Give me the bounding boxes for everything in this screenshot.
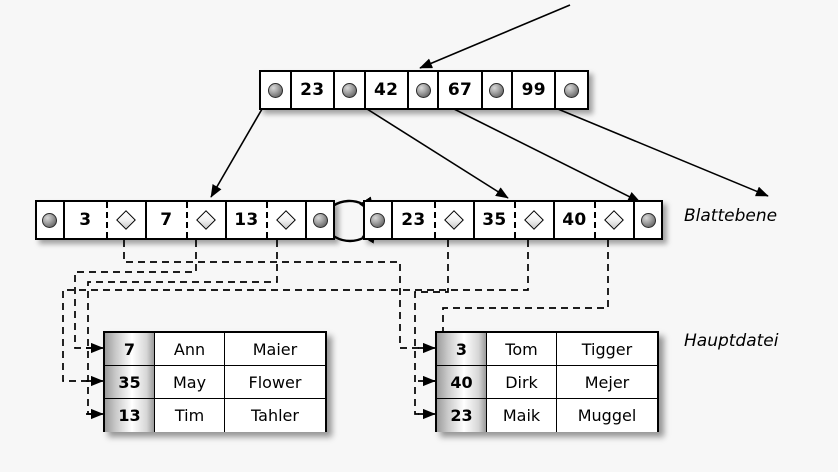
- leaf-right-next-pointer[interactable]: [633, 202, 661, 238]
- leaf-node-left[interactable]: 3 7 13: [35, 200, 335, 240]
- table-left-first-2: Tim: [155, 399, 225, 432]
- leaf-left-next-pointer[interactable]: [305, 202, 333, 238]
- leaf-right-prev-pointer[interactable]: [365, 202, 393, 238]
- diamond-pointer-icon: [524, 210, 545, 230]
- ball-pointer-icon: [370, 212, 386, 228]
- diamond-pointer-icon: [116, 210, 137, 230]
- ball-pointer-icon: [267, 82, 283, 98]
- root-pointer-4[interactable]: [556, 72, 587, 108]
- leaf-left-prev-pointer[interactable]: [37, 202, 65, 238]
- leaf-right-record-pointer-0[interactable]: [433, 202, 473, 238]
- label-hauptdatei: Hauptdatei: [684, 331, 779, 351]
- table-left-first-0: Ann: [155, 333, 225, 365]
- table-right-key-0: 3: [437, 333, 487, 365]
- root-key-1: 42: [365, 72, 409, 108]
- table-right-last-0: Tigger: [557, 333, 657, 365]
- diamond-pointer-icon: [444, 210, 465, 230]
- table-row[interactable]: 35 May Flower: [105, 366, 325, 399]
- root-pointer-0[interactable]: [261, 72, 292, 108]
- leaf-left-key-0: 3: [64, 202, 106, 238]
- table-left-last-1: Flower: [225, 366, 325, 398]
- table-left-first-1: May: [155, 366, 225, 398]
- ball-pointer-icon: [312, 212, 328, 228]
- ball-pointer-icon: [640, 212, 656, 228]
- table-row[interactable]: 23 Maik Muggel: [437, 399, 657, 432]
- main-file-table-left[interactable]: 7 Ann Maier 35 May Flower 13 Tim Tahler: [103, 331, 327, 432]
- table-row[interactable]: 40 Dirk Mejer: [437, 366, 657, 399]
- table-row[interactable]: 13 Tim Tahler: [105, 399, 325, 432]
- ball-pointer-icon: [564, 82, 580, 98]
- leaf-left-key-2: 13: [224, 202, 266, 238]
- diamond-pointer-icon: [196, 210, 217, 230]
- table-left-last-2: Tahler: [225, 399, 325, 432]
- table-left-key-1: 35: [105, 366, 155, 398]
- ball-pointer-icon: [489, 82, 505, 98]
- leaf-right-key-2: 40: [552, 202, 594, 238]
- diamond-pointer-icon: [276, 210, 297, 230]
- table-row[interactable]: 3 Tom Tigger: [437, 333, 657, 366]
- table-left-key-0: 7: [105, 333, 155, 365]
- table-right-last-1: Mejer: [557, 366, 657, 398]
- root-pointer-3[interactable]: [482, 72, 514, 108]
- label-blattebene: Blattebene: [684, 206, 778, 226]
- leaf-right-key-0: 23: [392, 202, 434, 238]
- ball-pointer-icon: [42, 212, 58, 228]
- leaf-left-record-pointer-0[interactable]: [105, 202, 145, 238]
- root-pointer-2[interactable]: [408, 72, 440, 108]
- root-key-0: 23: [291, 72, 335, 108]
- leaf-right-record-pointer-1[interactable]: [513, 202, 553, 238]
- leaf-left-record-pointer-1[interactable]: [185, 202, 225, 238]
- table-right-first-2: Maik: [487, 399, 557, 432]
- leaf-right-key-1: 35: [472, 202, 514, 238]
- table-left-last-0: Maier: [225, 333, 325, 365]
- leaf-left-record-pointer-2[interactable]: [265, 202, 306, 238]
- root-pointer-1[interactable]: [334, 72, 366, 108]
- main-file-table-right[interactable]: 3 Tom Tigger 40 Dirk Mejer 23 Maik Mugge…: [435, 331, 659, 432]
- table-right-first-1: Dirk: [487, 366, 557, 398]
- root-index-node[interactable]: 23 42 67 99: [259, 70, 589, 110]
- ball-pointer-icon: [341, 82, 357, 98]
- root-key-2: 67: [439, 72, 483, 108]
- ball-pointer-icon: [415, 82, 431, 98]
- table-left-key-2: 13: [105, 399, 155, 432]
- table-row[interactable]: 7 Ann Maier: [105, 333, 325, 366]
- table-right-first-0: Tom: [487, 333, 557, 365]
- table-right-key-2: 23: [437, 399, 487, 432]
- leaf-node-right[interactable]: 23 35 40: [363, 200, 663, 240]
- table-right-key-1: 40: [437, 366, 487, 398]
- diamond-pointer-icon: [604, 210, 625, 230]
- table-right-last-2: Muggel: [557, 399, 657, 432]
- leaf-right-record-pointer-2[interactable]: [593, 202, 634, 238]
- root-key-3: 99: [513, 72, 557, 108]
- leaf-left-key-1: 7: [144, 202, 186, 238]
